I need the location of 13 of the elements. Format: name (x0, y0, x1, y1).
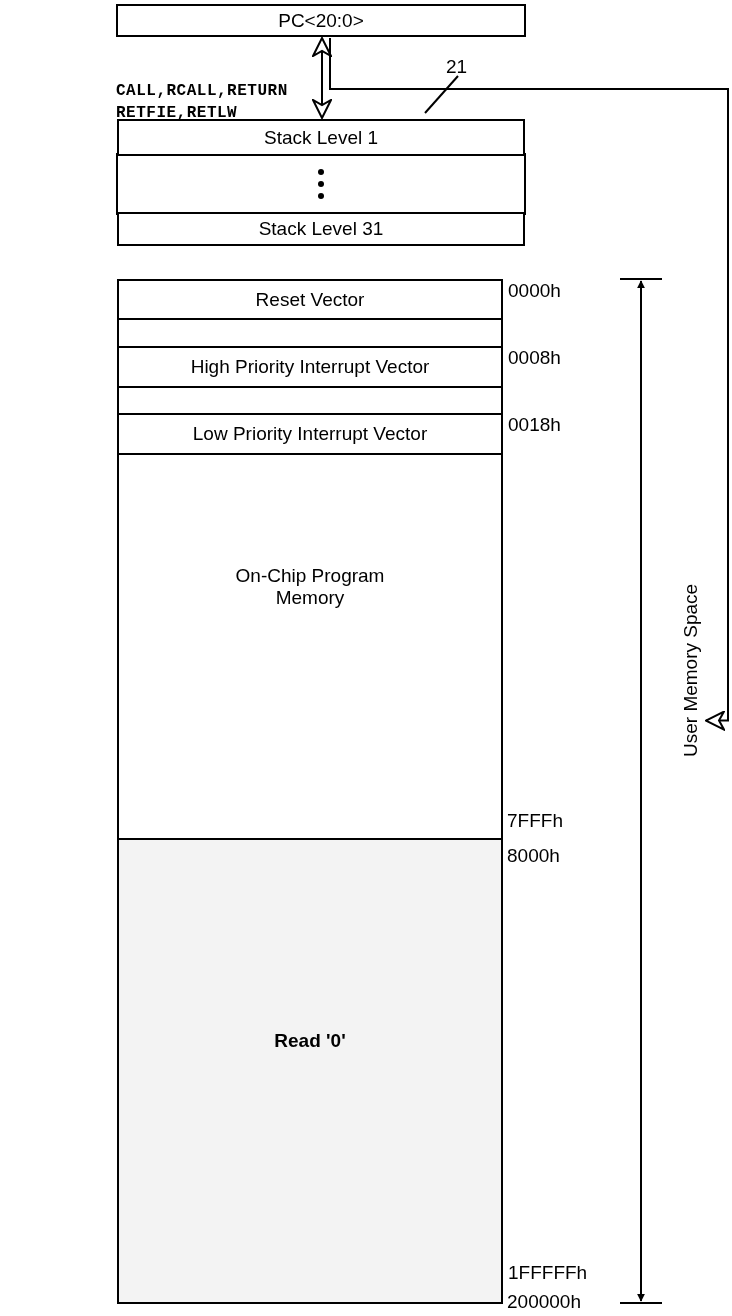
memory-region (117, 318, 503, 348)
register-box: PC<20:0> (116, 4, 526, 37)
memory-region: Low Priority Interrupt Vector (117, 413, 503, 455)
memory-region: Reset Vector (117, 279, 503, 320)
edge-label: 21 (446, 56, 468, 78)
arrow (329, 37, 729, 731)
memory-region: On-Chip Program Memory (117, 453, 503, 840)
stack-level-box: Stack Level 31 (117, 212, 525, 246)
stack-level-box: Stack Level 1 (117, 119, 525, 156)
memory-region: High Priority Interrupt Vector (117, 346, 503, 388)
arrow (312, 37, 332, 119)
memory-region: Read '0' (117, 838, 503, 1304)
memory-region (117, 386, 503, 415)
